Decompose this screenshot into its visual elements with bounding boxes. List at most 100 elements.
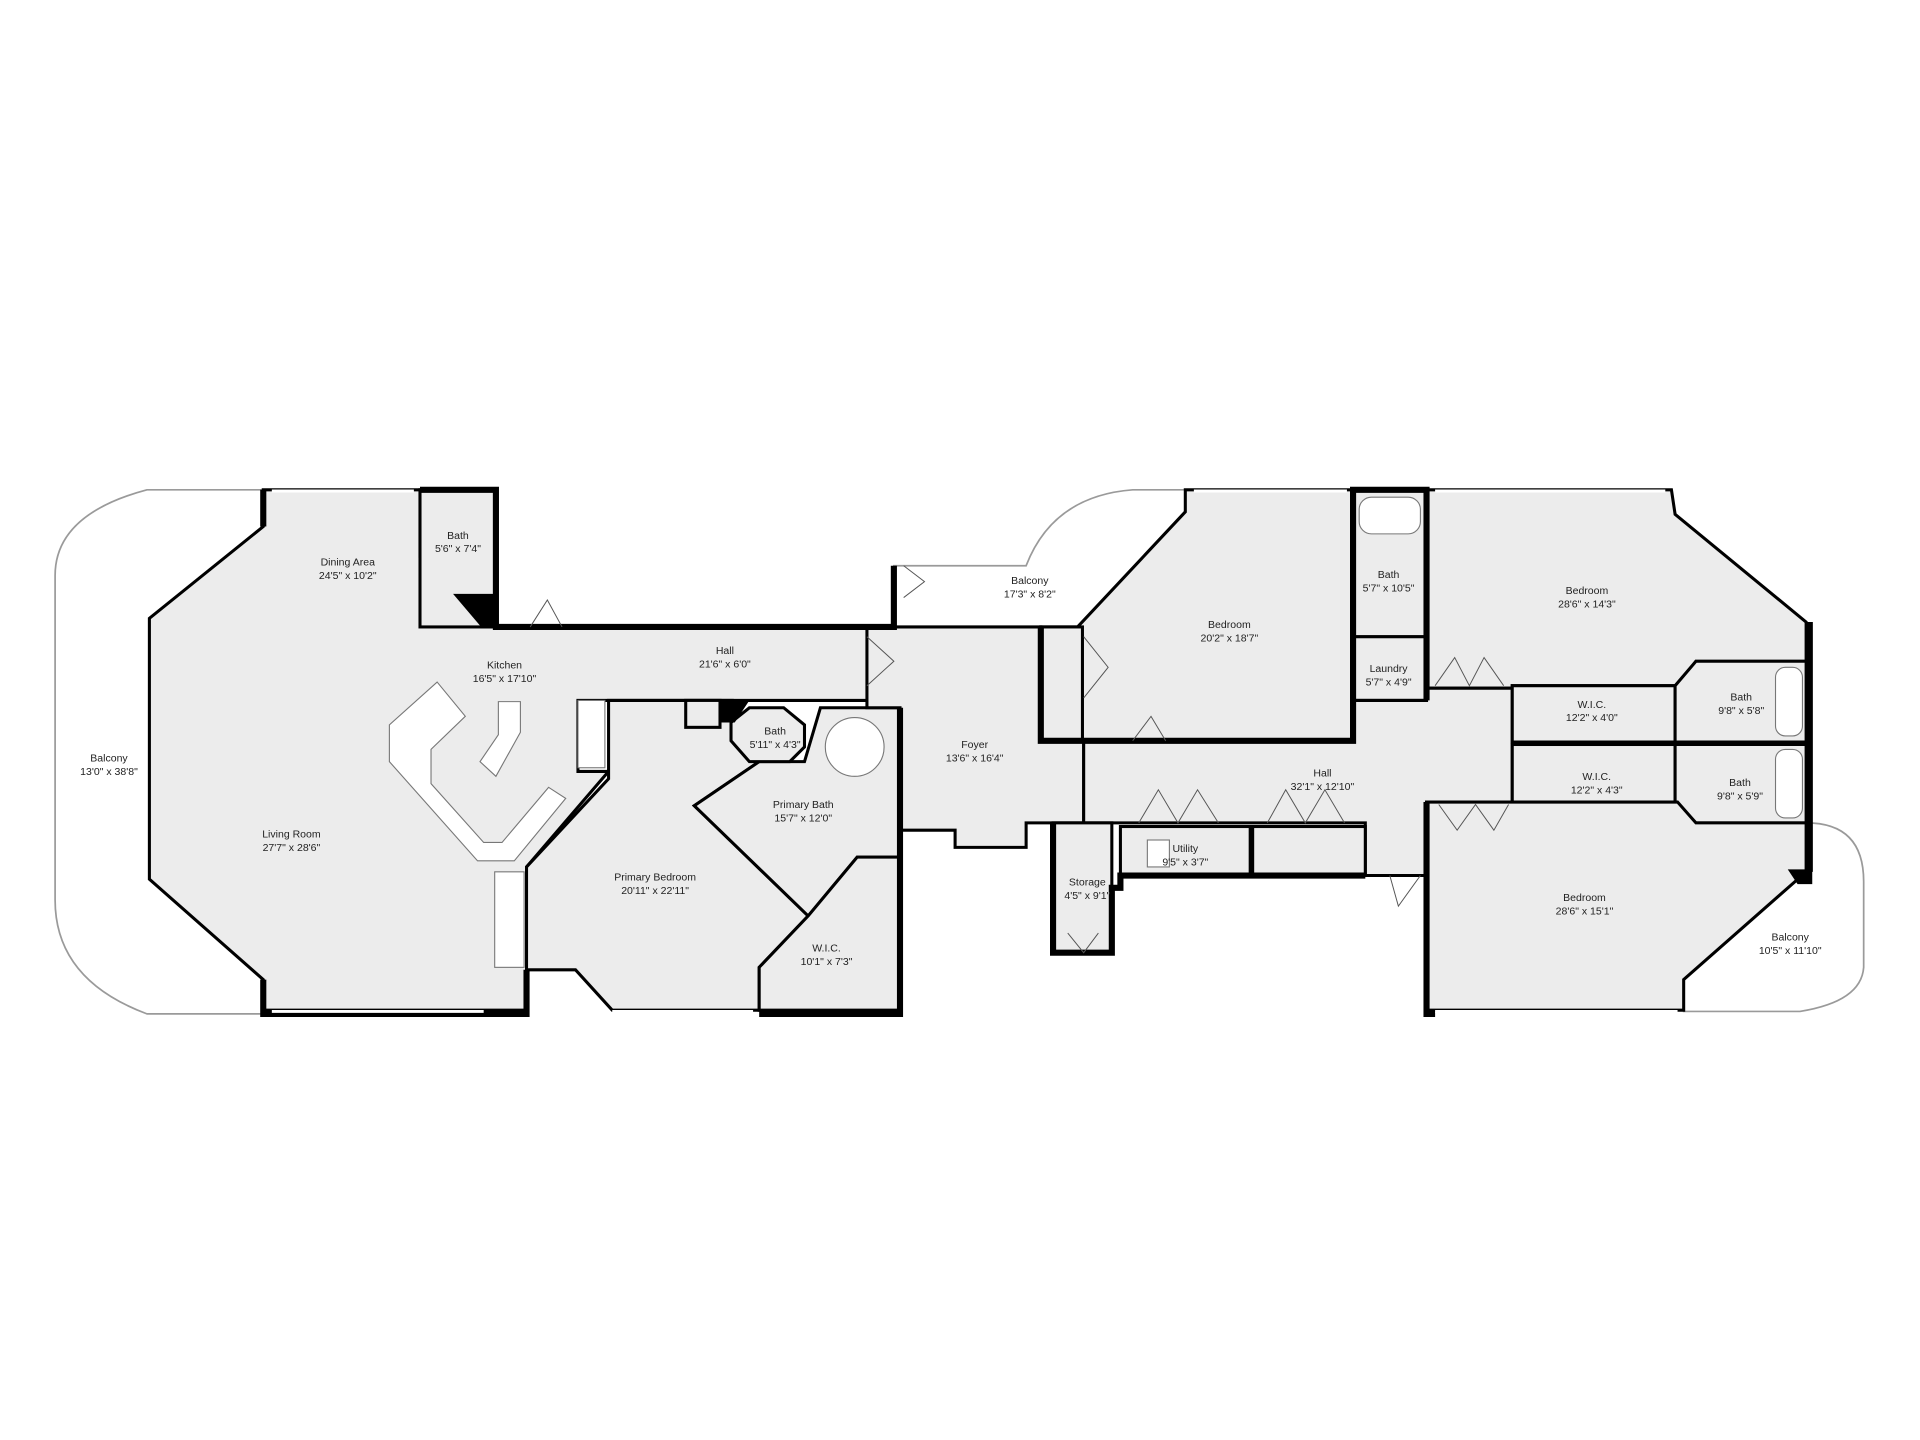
water-heater-icon [1146, 839, 1170, 868]
kitchen-pantry [577, 699, 606, 769]
bathtub-north-icon [1358, 496, 1421, 535]
room-label-laundry: Laundry 5'7" x 4'9" [1366, 663, 1412, 688]
room-name: Storage [1069, 876, 1106, 888]
room-label-bath-east-1: Bath 9'8" x 5'8" [1718, 691, 1764, 716]
room-label-wic-1: W.I.C. 12'2" x 4'0" [1566, 699, 1618, 724]
room-dims: 32'1" x 12'10" [1291, 781, 1355, 793]
room-name: W.I.C. [1582, 771, 1611, 783]
closet-hall-east [1251, 825, 1367, 878]
room-dims: 4'5" x 9'1" [1064, 890, 1110, 902]
room-label-bedroom-ne: Bedroom 28'6" x 14'3" [1558, 585, 1616, 610]
exterior-wall-west-2 [260, 969, 530, 1017]
room-label-bath-dining: Bath 5'6" x 7'4" [435, 530, 481, 555]
bath-east-1-area [1673, 659, 1808, 744]
room-label-kitchen: Kitchen 16'5" x 17'10" [473, 660, 537, 685]
room-label-balcony-west: Balcony 13'0" x 38'8" [80, 753, 138, 778]
bath-dining-wall-wedge [453, 593, 496, 627]
room-label-hall-west: Hall 21'6" x 6'0" [699, 645, 751, 670]
room-name: Dining Area [321, 557, 376, 569]
room-dims: 27'7" x 28'6" [263, 842, 321, 854]
door-icon[interactable] [1434, 656, 1505, 687]
room-label-bath-small: Bath 5'11" x 4'3" [750, 726, 801, 751]
door-icon[interactable] [1138, 788, 1219, 824]
room-name: Bath [1729, 777, 1751, 789]
room-label-storage: Storage 4'5" x 9'1" [1064, 876, 1110, 901]
room-label-balcony-north: Balcony 17'3" x 8'2" [1004, 575, 1056, 600]
door-icon[interactable] [529, 599, 563, 628]
room-name: Laundry [1370, 663, 1409, 675]
closet-primary-bedroom [494, 871, 525, 968]
room-name: Primary Bedroom [614, 871, 696, 883]
wall-wedge-east [1787, 869, 1813, 885]
room-name: Bedroom [1566, 585, 1609, 597]
room-dims: 24'5" x 10'2" [319, 570, 377, 582]
room-name: Balcony [1011, 575, 1049, 587]
room-name: Balcony [1771, 931, 1809, 943]
room-name: Hall [1313, 767, 1331, 779]
wall-wedge-hall [720, 700, 750, 723]
balcony-west-area [54, 488, 265, 1015]
bathtub-east-2-icon [1774, 748, 1803, 819]
room-name: Living Room [262, 829, 321, 841]
room-dims: 9'5" x 3'7" [1162, 857, 1208, 869]
bedroom-north-closet [1039, 625, 1084, 743]
room-name: Bath [764, 726, 786, 738]
exterior-wall-storage [1050, 822, 1366, 956]
door-icon[interactable] [1083, 636, 1109, 699]
room-name: Bath [1730, 691, 1752, 703]
room-label-hall-east: Hall 32'1" x 12'10" [1291, 767, 1355, 792]
door-icon[interactable] [1266, 788, 1345, 824]
exterior-wall-foyer [759, 707, 904, 1017]
room-name: W.I.C. [1578, 699, 1607, 711]
room-dims: 13'6" x 16'4" [946, 753, 1004, 765]
room-label-wic-2: W.I.C. 12'2" x 4'3" [1571, 771, 1623, 796]
room-name: Bath [447, 530, 469, 542]
room-name: Bedroom [1563, 892, 1606, 904]
room-dims: 12'2" x 4'0" [1566, 712, 1618, 724]
room-label-primary-bedroom: Primary Bedroom 20'11" x 22'11" [614, 871, 696, 896]
bathtub-icon [824, 717, 885, 777]
room-dims: 5'7" x 4'9" [1366, 677, 1412, 689]
wic-1-area [1510, 684, 1677, 744]
door-icon[interactable] [1067, 932, 1099, 954]
room-dims: 17'3" x 8'2" [1004, 589, 1056, 601]
bath-small-area [729, 706, 807, 764]
room-name: Hall [716, 645, 734, 657]
room-dims: 28'6" x 15'1" [1556, 906, 1614, 918]
room-dims: 12'2" x 4'3" [1571, 784, 1623, 796]
room-dims: 16'5" x 17'10" [473, 673, 537, 685]
room-name: Primary Bath [773, 799, 834, 811]
room-label-bedroom-north: Bedroom 20'2" x 18'7" [1201, 619, 1259, 644]
room-label-dining-area: Dining Area 24'5" x 10'2" [319, 557, 377, 582]
room-dims: 28'6" x 14'3" [1558, 598, 1616, 610]
room-name: Bedroom [1208, 619, 1251, 631]
room-name: Foyer [961, 739, 988, 751]
door-icon[interactable] [1132, 715, 1167, 742]
room-name: Kitchen [487, 660, 522, 672]
exterior-wall-north [420, 486, 897, 630]
room-dims: 5'11" x 4'3" [750, 739, 801, 751]
room-dims: 15'7" x 12'0" [774, 813, 832, 825]
balcony-east-area [1682, 821, 1865, 1013]
room-label-bath-north: Bath 5'7" x 10'5" [1363, 569, 1415, 594]
room-dims: 5'6" x 7'4" [435, 543, 481, 555]
room-label-wic-primary: W.I.C. 10'1" x 7'3" [801, 942, 853, 967]
room-label-bedroom-se: Bedroom 28'6" x 15'1" [1556, 892, 1614, 917]
room-label-balcony-east: Balcony 10'5" x 11'10" [1759, 931, 1822, 956]
kitchen-counter [388, 681, 567, 862]
door-icon[interactable] [1438, 803, 1509, 832]
exterior-wall-south-east [1423, 802, 1436, 1017]
room-dims: 9'8" x 5'8" [1718, 705, 1764, 717]
kitchen-island [479, 701, 521, 778]
room-label-living-room: Living Room 27'7" x 28'6" [262, 829, 321, 854]
door-icon[interactable] [903, 565, 926, 598]
closet-hall-west [684, 698, 722, 729]
room-label-utility: Utility 9'5" x 3'7" [1162, 843, 1208, 868]
room-name: Balcony [90, 753, 128, 765]
door-icon[interactable] [866, 636, 895, 687]
room-dims: 20'2" x 18'7" [1201, 633, 1259, 645]
room-dims: 10'1" x 7'3" [801, 956, 853, 968]
exterior-wall-east-unit [1037, 486, 1430, 744]
door-icon[interactable] [1389, 875, 1421, 908]
